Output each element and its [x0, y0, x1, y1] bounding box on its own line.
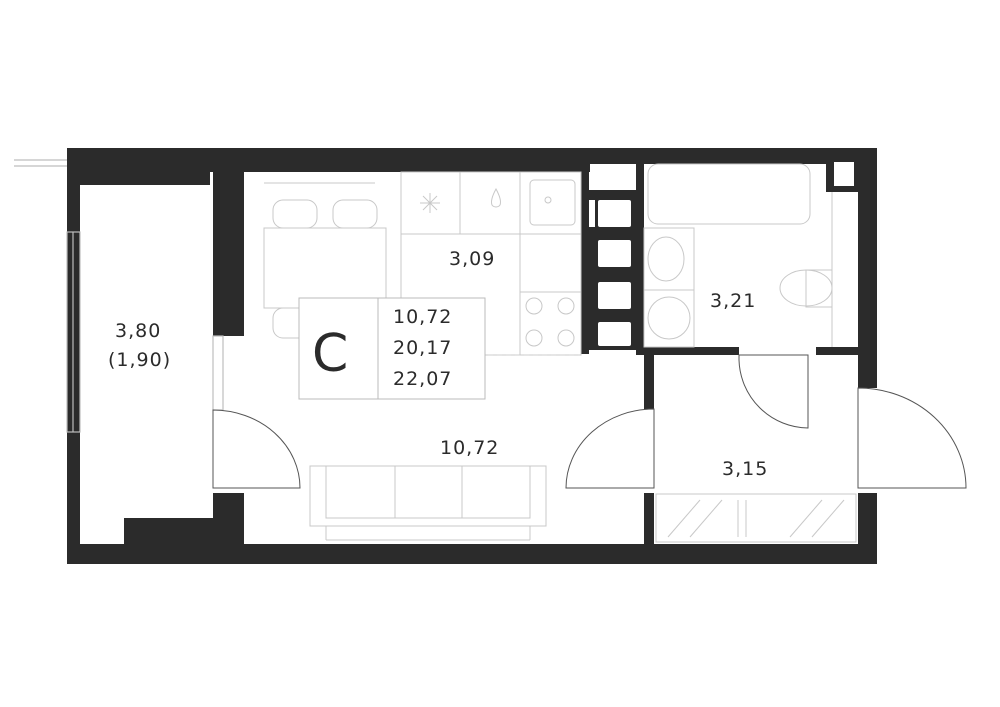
legend-total-area: 20,17	[393, 337, 452, 359]
balcony-window	[66, 231, 81, 433]
bathroom-fixtures	[643, 163, 833, 348]
balcony-reduced-area: (1,90)	[108, 349, 171, 371]
snowflake-icon	[420, 193, 440, 213]
living-area: 10,72	[440, 437, 499, 459]
legend-total-with-balcony: 22,07	[393, 368, 452, 390]
doors	[212, 354, 967, 489]
balcony-area: 3,80	[115, 320, 161, 342]
stove-burners	[525, 297, 575, 347]
hallway-area: 3,15	[722, 458, 768, 480]
kitchen-area: 3,09	[449, 248, 495, 270]
legend-box: С 10,72 20,17 22,07	[298, 297, 486, 400]
ventilation-shafts	[589, 190, 636, 350]
walls	[67, 148, 877, 564]
legend-living-area: 10,72	[393, 306, 452, 328]
balcony-rail	[14, 159, 67, 167]
sofa	[309, 465, 547, 541]
droplet-icon	[491, 187, 501, 208]
living-window	[212, 335, 224, 411]
kitchen-furniture	[400, 171, 582, 356]
apartment-type-letter: С	[312, 324, 348, 384]
bathroom-area: 3,21	[710, 290, 756, 312]
hallway-wardrobe	[655, 493, 857, 543]
